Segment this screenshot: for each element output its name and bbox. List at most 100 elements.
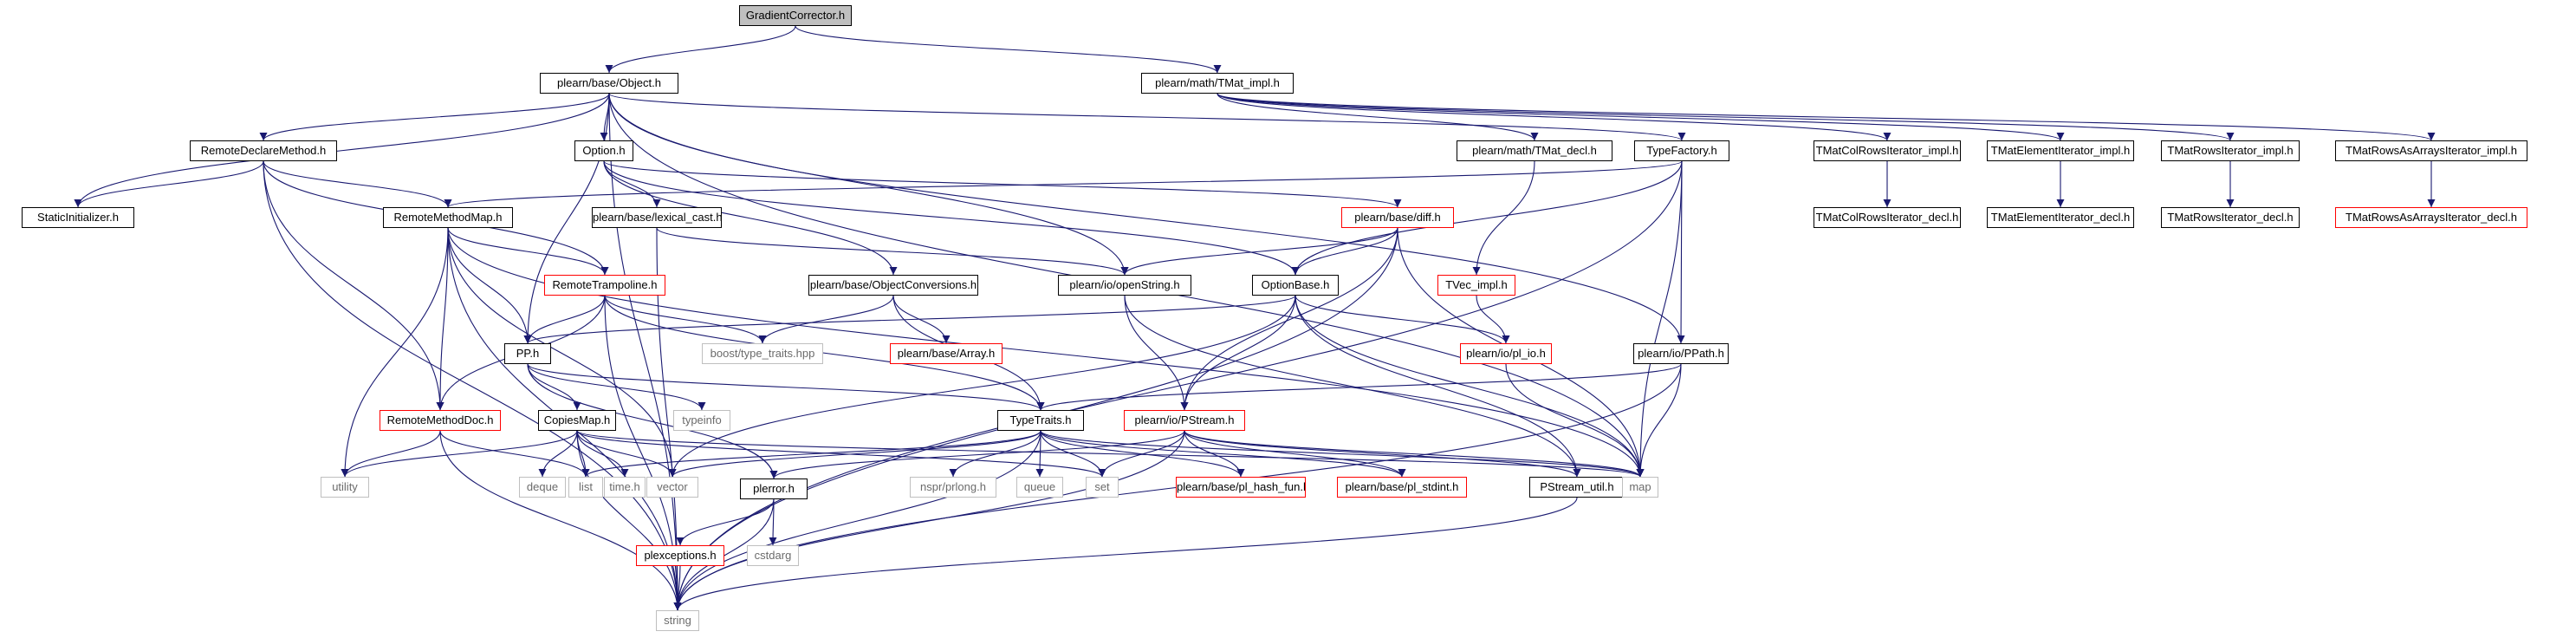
edge-cm-to-utility (341, 430, 578, 478)
node-tt[interactable]: TypeTraits.h (997, 410, 1084, 431)
edge-tmatdecl-to-tvec (1472, 160, 1535, 276)
edge-perror-to-pexc (676, 498, 775, 546)
node-set: set (1086, 477, 1119, 498)
edge-ob-to-vector (668, 295, 1296, 478)
edge-rmm-to-rmd (436, 227, 449, 411)
edge-rdm-to-rmd (263, 160, 444, 411)
node-rmm[interactable]: RemoteMethodMap.h (383, 207, 513, 228)
edge-ob-to-psu (1294, 295, 1581, 478)
node-pexc[interactable]: plexceptions.h (636, 545, 724, 566)
edge-cm-to-set (576, 430, 1106, 478)
node-ps[interactable]: plearn/io/PStream.h (1124, 410, 1245, 431)
edge-oc-to-btt (758, 295, 894, 344)
edge-rmm-to-vector (447, 227, 677, 478)
node-tmatdecl[interactable]: plearn/math/TMat_decl.h (1457, 140, 1612, 161)
edge-ps-to-pstdint (1184, 430, 1406, 478)
edge-rdm-to-rmm (263, 160, 452, 208)
node-perror[interactable]: plerror.h (740, 478, 808, 499)
node-si[interactable]: StaticInitializer.h (22, 207, 134, 228)
node-vector: vector (646, 477, 698, 498)
node-lc[interactable]: plearn/base/lexical_cast.h (592, 207, 722, 228)
edge-obj-to-string (608, 93, 682, 611)
node-tcrd[interactable]: TMatColRowsIterator_decl.h (1814, 207, 1961, 228)
edge-tf-to-ppath (1677, 160, 1685, 344)
node-list: list (568, 477, 603, 498)
node-phf[interactable]: plearn/base/pl_hash_fun.h (1176, 477, 1306, 498)
edge-obj-to-si (74, 93, 610, 208)
edge-rdm-to-si (74, 160, 264, 208)
edge-ps-to-perror (769, 430, 1185, 479)
edge-diff-to-ob (1291, 227, 1398, 276)
node-tei[interactable]: TMatElementIterator_impl.h (1987, 140, 2134, 161)
node-rmd[interactable]: RemoteMethodDoc.h (380, 410, 501, 431)
node-cm[interactable]: CopiesMap.h (538, 410, 616, 431)
node-nspr: nspr/prlong.h (910, 477, 996, 498)
edge-obj-to-tf (608, 93, 1686, 141)
node-os[interactable]: plearn/io/openString.h (1058, 275, 1191, 296)
node-tvec[interactable]: TVec_impl.h (1437, 275, 1515, 296)
node-cstdarg: cstdarg (747, 545, 799, 566)
node-ob[interactable]: OptionBase.h (1252, 275, 1339, 296)
edge-tf-to-rmm (444, 160, 1683, 208)
edge-rmm-to-utility (341, 227, 449, 478)
node-string: string (656, 610, 699, 631)
node-tcri[interactable]: TMatColRowsIterator_impl.h (1814, 140, 1961, 161)
edge-rmm-to-rt (447, 227, 609, 276)
edge-rmd-to-string (439, 430, 682, 611)
node-rdm[interactable]: RemoteDeclareMethod.h (190, 140, 337, 161)
edge-ps-to-set (1098, 430, 1185, 478)
edge-os-to-psu (1124, 295, 1581, 478)
edge-ps-to-string (673, 430, 1185, 611)
node-diff[interactable]: plearn/base/diff.h (1341, 207, 1454, 228)
node-timeh: time.h (604, 477, 646, 498)
edge-tt-to-pstdint (1040, 430, 1406, 478)
edge-rmd-to-list (439, 430, 590, 478)
node-pstdint[interactable]: plearn/base/pl_stdint.h (1337, 477, 1467, 498)
node-trd[interactable]: TMatRowsIterator_decl.h (2161, 207, 2300, 228)
node-tf[interactable]: TypeFactory.h (1634, 140, 1729, 161)
edge-os-to-ps (1124, 295, 1189, 411)
node-psu[interactable]: PStream_util.h (1529, 477, 1625, 498)
edge-cm-to-map (576, 430, 1645, 478)
edge-cm-to-deque (538, 430, 578, 478)
edge-ps-to-phf (1184, 430, 1245, 478)
edge-rmm-to-pp (447, 227, 532, 344)
edge-ob-to-ps (1180, 295, 1296, 411)
edge-pp-to-typeinfo (527, 363, 706, 411)
edge-rdm-to-string (263, 160, 682, 611)
edge-tmatimpl-to-tri (1217, 93, 2235, 141)
node-map: map (1622, 477, 1658, 498)
node-gc[interactable]: GradientCorrector.h (739, 5, 852, 26)
node-trad[interactable]: TMatRowsAsArraysIterator_decl.h (2335, 207, 2527, 228)
node-pp[interactable]: PP.h (504, 343, 551, 364)
edge-ps-to-map (1184, 430, 1645, 478)
node-ted[interactable]: TMatElementIterator_decl.h (1987, 207, 2134, 228)
edge-tt-to-phf (1040, 430, 1245, 478)
edge-pp-to-tt (527, 363, 1045, 411)
edge-tmatimpl-to-tmatdecl (1217, 93, 1539, 141)
edge-ppath-to-map (1636, 363, 1682, 478)
edge-ob-to-map (1294, 295, 1645, 478)
node-tmatimpl[interactable]: plearn/math/TMat_impl.h (1141, 73, 1294, 94)
node-plio[interactable]: plearn/io/pl_io.h (1460, 343, 1552, 364)
node-trai[interactable]: TMatRowsAsArraysIterator_impl.h (2335, 140, 2527, 161)
edge-option-to-oc (603, 160, 898, 276)
edge-perror-to-string (673, 498, 775, 611)
edge-rmd-to-utility (341, 430, 441, 478)
edge-tt-to-map (1040, 430, 1645, 478)
edge-pp-to-cm (527, 363, 581, 411)
node-rt[interactable]: RemoteTrampoline.h (544, 275, 665, 296)
node-obj[interactable]: plearn/base/Object.h (540, 73, 678, 94)
edge-cm-to-vector (576, 430, 677, 478)
node-arr[interactable]: plearn/base/Array.h (890, 343, 1002, 364)
node-oc[interactable]: plearn/base/ObjectConversions.h (808, 275, 978, 296)
node-option[interactable]: Option.h (574, 140, 633, 161)
node-ppath[interactable]: plearn/io/PPath.h (1633, 343, 1729, 364)
edge-tmatimpl-to-trai (1217, 93, 2436, 141)
node-deque: deque (519, 477, 566, 498)
edge-tmatimpl-to-tcri (1217, 93, 1891, 141)
edge-option-to-diff (603, 160, 1402, 208)
node-tri[interactable]: TMatRowsIterator_impl.h (2161, 140, 2300, 161)
